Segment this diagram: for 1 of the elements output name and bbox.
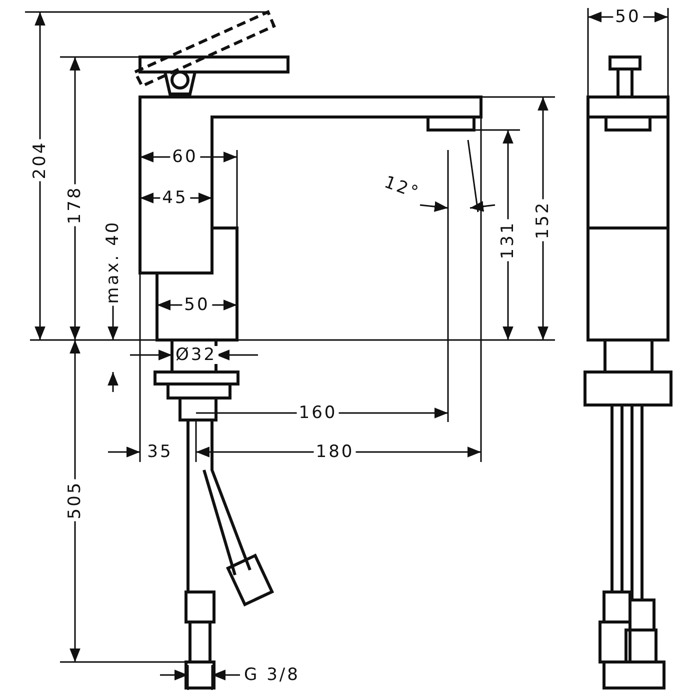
dimension-label: Ø32 [174,346,218,364]
